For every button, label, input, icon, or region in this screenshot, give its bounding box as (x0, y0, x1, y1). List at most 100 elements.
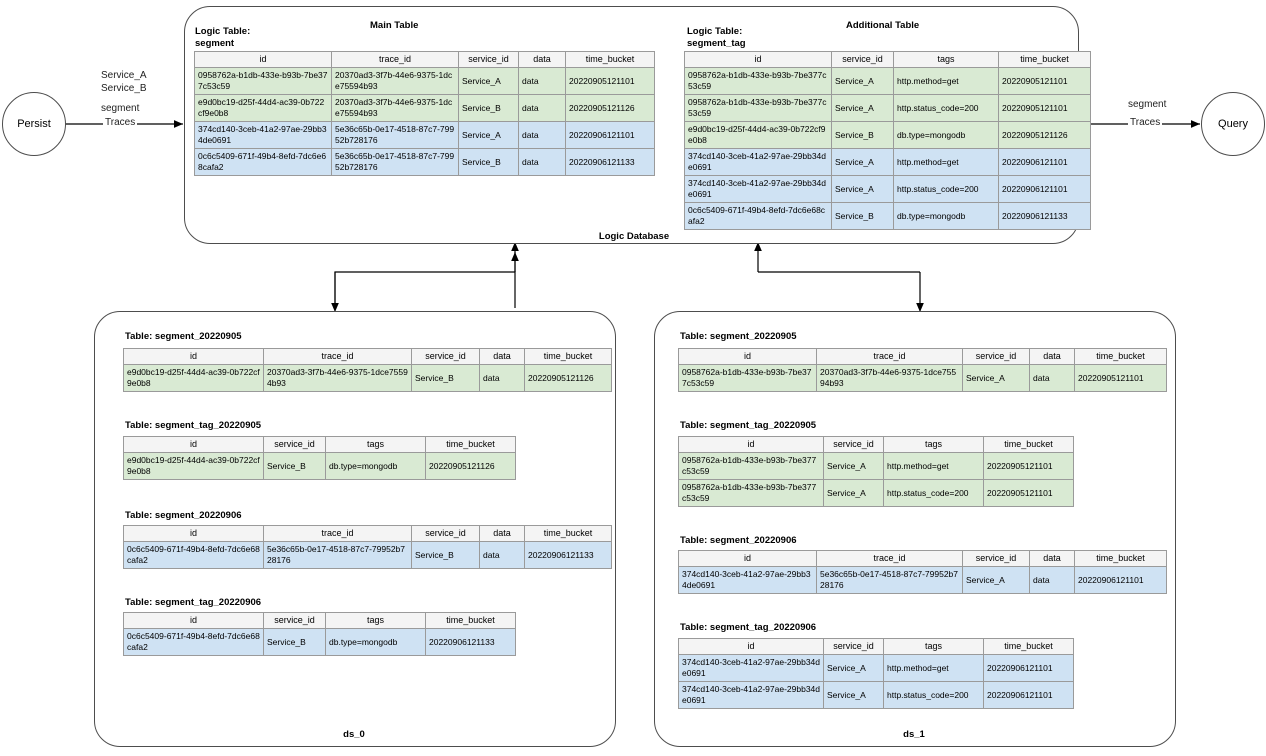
cell-service_id: Service_A (823, 654, 884, 682)
cell-tags: http.method=get (883, 654, 984, 682)
column-header-service_id: service_id (263, 436, 326, 453)
column-header-id: id (684, 51, 832, 68)
cell-trace_id: 20370ad3-3f7b-44e6-9375-1dce75594b93 (816, 364, 963, 392)
column-header-time_bucket: time_bucket (1074, 550, 1167, 567)
ds0-segment-20220906-title: Table: segment_20220906 (125, 510, 242, 521)
cell-time_bucket: 20220905121101 (983, 452, 1074, 480)
additional-table-heading: Additional Table (846, 20, 920, 31)
cell-id: 374cd140-3ceb-41a2-97ae-29bb34de0691 (684, 148, 832, 176)
cell-service_id: Service_B (411, 541, 480, 569)
cell-id: 0c6c5409-671f-49b4-8efd-7dc6e68cafa2 (684, 202, 832, 230)
persist-node[interactable]: Persist (2, 92, 66, 156)
cell-id: 374cd140-3ceb-41a2-97ae-29bb34de0691 (678, 566, 817, 594)
column-header-trace_id: trace_id (263, 525, 412, 542)
persist-edge-traces: Traces (103, 117, 138, 128)
main-logic-line1: Logic Table: (195, 26, 251, 37)
cell-tags: http.method=get (893, 67, 999, 95)
ds0-caption: ds_0 (343, 729, 365, 740)
cell-tags: db.type=mongodb (893, 121, 999, 149)
column-header-time_bucket: time_bucket (524, 348, 612, 365)
cell-id: 0c6c5409-671f-49b4-8efd-7dc6e68cafa2 (194, 148, 332, 176)
column-header-trace_id: trace_id (816, 348, 963, 365)
cell-time_bucket: 20220906121101 (998, 175, 1091, 203)
cell-time_bucket: 20220906121101 (565, 121, 655, 149)
cell-trace_id: 5e36c65b-0e17-4518-87c7-79952b728176 (331, 121, 459, 149)
cell-id: 374cd140-3ceb-41a2-97ae-29bb34de0691 (678, 681, 824, 709)
column-header-tags: tags (893, 51, 999, 68)
cell-time_bucket: 20220905121101 (1074, 364, 1167, 392)
additional-logic-line2: segment_tag (687, 38, 746, 49)
query-node[interactable]: Query (1201, 92, 1265, 156)
cell-service_id: Service_B (458, 94, 519, 122)
cell-time_bucket: 20220905121101 (565, 67, 655, 95)
cell-time_bucket: 20220905121126 (524, 364, 612, 392)
cell-id: 0c6c5409-671f-49b4-8efd-7dc6e68cafa2 (123, 541, 264, 569)
column-header-time_bucket: time_bucket (983, 436, 1074, 453)
cell-tags: db.type=mongodb (893, 202, 999, 230)
cell-time_bucket: 20220906121133 (565, 148, 655, 176)
ds1-segment-tag-20220905-title: Table: segment_tag_20220905 (680, 420, 817, 431)
main-table-heading: Main Table (370, 20, 419, 31)
cell-trace_id: 5e36c65b-0e17-4518-87c7-79952b728176 (816, 566, 963, 594)
cell-tags: http.method=get (883, 452, 984, 480)
cell-tags: http.method=get (893, 148, 999, 176)
cell-time_bucket: 20220905121101 (998, 67, 1091, 95)
column-header-id: id (678, 436, 824, 453)
column-header-id: id (678, 348, 817, 365)
cell-id: 0958762a-b1db-433e-b93b-7be377c53c59 (684, 94, 832, 122)
cell-trace_id: 20370ad3-3f7b-44e6-9375-1dce75594b93 (331, 67, 459, 95)
cell-time_bucket: 20220906121101 (983, 681, 1074, 709)
column-header-time_bucket: time_bucket (425, 612, 516, 629)
ds0-segment-20220905-title: Table: segment_20220905 (125, 331, 242, 342)
column-header-data: data (518, 51, 566, 68)
cell-service_id: Service_A (458, 67, 519, 95)
column-header-id: id (123, 525, 264, 542)
column-header-id: id (678, 638, 824, 655)
cell-service_id: Service_A (831, 175, 894, 203)
cell-time_bucket: 20220905121101 (998, 94, 1091, 122)
cell-service_id: Service_A (823, 681, 884, 709)
cell-time_bucket: 20220905121126 (425, 452, 516, 480)
ds1-segment-20220906-title: Table: segment_20220906 (680, 535, 797, 546)
column-header-time_bucket: time_bucket (565, 51, 655, 68)
column-header-tags: tags (883, 638, 984, 655)
column-header-id: id (194, 51, 332, 68)
column-header-service_id: service_id (831, 51, 894, 68)
ds1-segment-tag-20220906-title: Table: segment_tag_20220906 (680, 622, 817, 633)
ds0-segment-tag-20220906-title: Table: segment_tag_20220906 (125, 597, 262, 608)
cell-data: data (518, 121, 566, 149)
column-header-tags: tags (325, 436, 426, 453)
cell-data: data (1029, 364, 1075, 392)
cell-tags: http.status_code=200 (883, 479, 984, 507)
column-header-data: data (479, 525, 525, 542)
column-header-tags: tags (883, 436, 984, 453)
column-header-id: id (123, 612, 264, 629)
cell-time_bucket: 20220906121133 (998, 202, 1091, 230)
ds0-segment-tag-20220905-title: Table: segment_tag_20220905 (125, 420, 262, 431)
additional-logic-table-label: Logic Table: segment_tag (687, 26, 746, 50)
